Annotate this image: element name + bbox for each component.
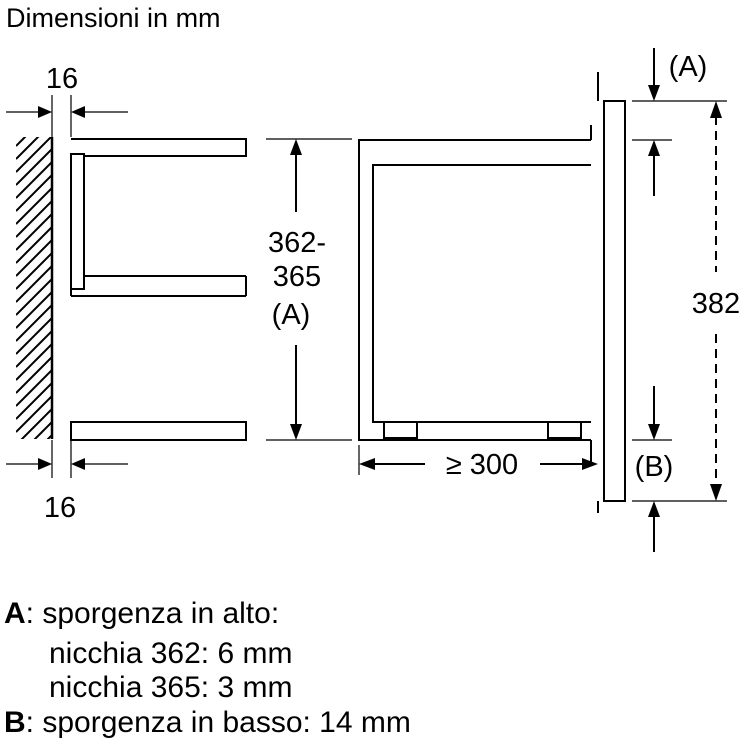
hatch-line [16,200,52,238]
legend-b-key: B [4,706,26,739]
legend-a: A: sporgenza in alto: [4,597,279,631]
hatch-line [16,137,52,173]
hatch-line [16,382,52,420]
hatch-line [16,291,52,329]
dimension-wall-gap-bottom: 16 [6,440,128,524]
legend-a-text: : sporgenza in alto: [25,597,280,630]
hatch-line [33,421,52,439]
dimension-label-depth: ≥ 300 [446,449,518,481]
hatch-line [16,395,52,433]
legend-a-key: A [4,597,26,630]
hatch-line [16,174,52,212]
hatch-line [20,408,52,439]
dimension-depth: ≥ 300 [358,445,598,481]
hatch-line [16,137,27,147]
top-projection-a-label: (A) [669,51,708,83]
appliance-housing [358,139,591,441]
hatch-line [16,343,52,381]
legend-b: B: sporgenza in basso: 14 mm [4,706,411,740]
hatch-line [16,148,52,186]
dimension-label-a-ref: (A) [272,299,311,331]
hatch-line [16,213,52,251]
hatch-line [16,97,52,133]
hatch-line [16,330,52,368]
dimension-top-projection: (A) [632,48,727,196]
hatch-line [16,187,52,225]
legend-a-line2: nicchia 362: 6 mm [49,637,293,670]
hatch-line [16,369,52,407]
dimension-wall-gap-top: 16 [6,63,128,137]
bottom-projection-b-label: (B) [635,451,674,483]
wall-hatching [16,97,52,439]
hatch-line [16,161,52,199]
hatch-line [16,278,52,316]
hatch-line [16,317,52,355]
diagram-title: Dimensioni in mm [6,3,221,33]
dimension-bottom-projection: (B) [632,386,727,552]
dimension-label-16-top: 16 [46,63,78,95]
hatch-line [16,226,52,264]
hatch-line [16,239,52,277]
niche-top-board [70,138,247,297]
dimension-label-16-bottom: 16 [44,492,76,524]
dimension-label-362: 362- [268,227,326,259]
dimension-label-382: 382 [692,288,740,320]
legend-a-line3: nicchia 365: 3 mm [49,671,293,704]
hatch-line [16,356,52,394]
legend-b-text: : sporgenza in basso: 14 mm [25,706,411,739]
dimension-niche-height: 362- 365 (A) [266,138,352,441]
hatch-line [16,252,52,290]
hatch-line [16,265,52,303]
hatch-line [16,304,52,342]
hatch-line [16,137,40,160]
appliance-front-panel [590,72,626,513]
dimension-total-height: 382 [692,101,740,501]
dimension-label-365: 365 [273,261,321,293]
niche-bottom-board [70,421,247,441]
